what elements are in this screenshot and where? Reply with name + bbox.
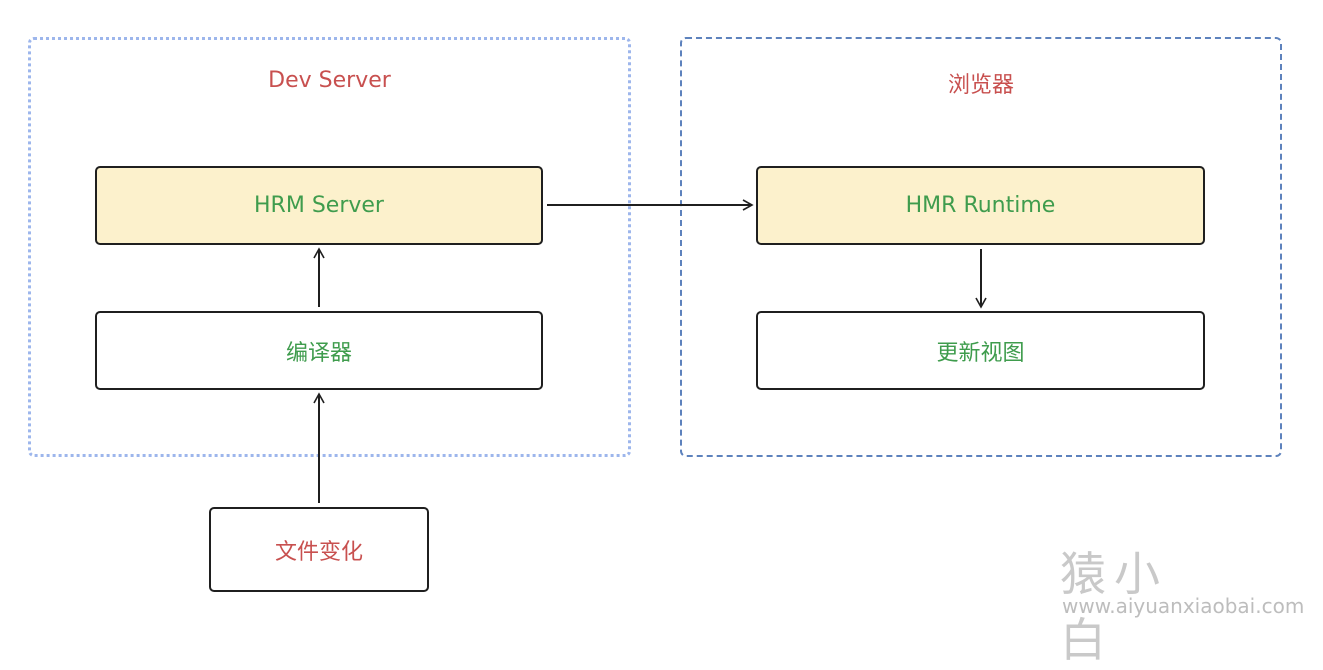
hrm-server-node: HRM Server <box>95 166 543 245</box>
dev-server-title: Dev Server <box>268 68 391 93</box>
watermark-url: www.aiyuanxiaobai.com <box>1062 594 1305 618</box>
browser-title: 浏览器 <box>947 73 1014 98</box>
compiler-node: 编译器 <box>95 311 543 390</box>
dev-server-group: Dev Server <box>28 37 631 457</box>
compiler-label: 编译器 <box>285 340 352 366</box>
hmr-runtime-node: HMR Runtime <box>756 166 1205 245</box>
update-view-label: 更新视图 <box>936 340 1025 366</box>
hrm-server-label: HRM Server <box>254 193 384 218</box>
browser-group: 浏览器 <box>680 37 1282 457</box>
file-change-node: 文件变化 <box>209 507 429 592</box>
hmr-runtime-label: HMR Runtime <box>905 193 1056 218</box>
update-view-node: 更新视图 <box>756 311 1205 390</box>
file-change-label: 文件变化 <box>274 539 363 565</box>
